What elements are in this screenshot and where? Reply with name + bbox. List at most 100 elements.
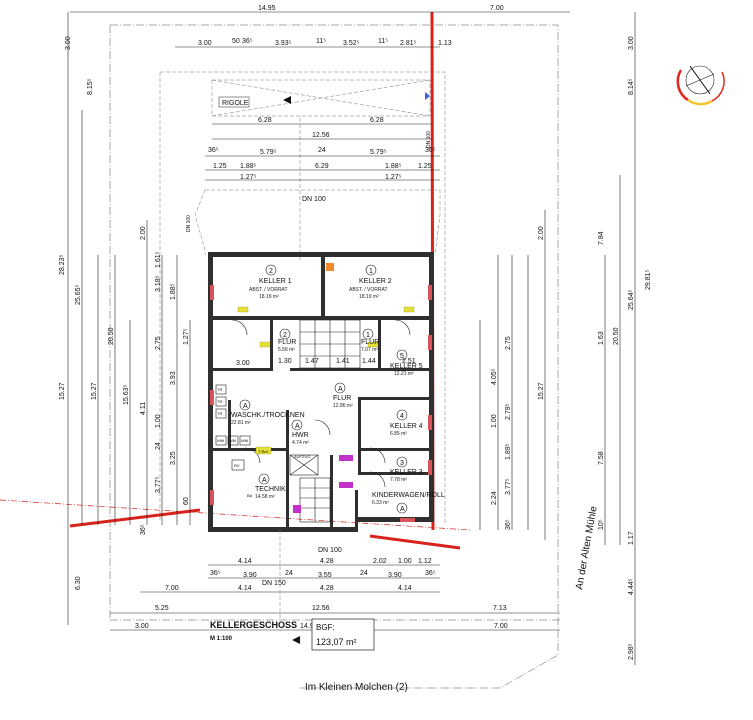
svg-text:1.00: 1.00 [155, 414, 162, 428]
room-flur-1: 1 FLUR 7.07 m² [361, 328, 379, 353]
svg-text:2.00: 2.00 [140, 226, 147, 240]
rv-label: RV [234, 463, 240, 468]
svg-text:1.88⁵: 1.88⁵ [170, 283, 177, 300]
drain-outline: DN 100 DN 100 DN 100 [186, 118, 441, 260]
dimensions-top: 14.95 7.00 3.00 50 36⁵ 3.93⁵ 11⁵ 3.52⁵ 1… [70, 5, 570, 367]
svg-text:14.93⁵: 14.93⁵ [300, 623, 321, 630]
svg-text:3.55: 3.55 [318, 572, 332, 579]
rigole-label: RIGOLE [222, 100, 249, 107]
svg-text:7.84: 7.84 [598, 231, 605, 245]
svg-text:50: 50 [232, 38, 240, 45]
svg-text:KELLER 5: KELLER 5 [390, 363, 423, 370]
svg-text:36⁵: 36⁵ [140, 524, 147, 535]
svg-text:4.11: 4.11 [140, 402, 147, 415]
svg-text:1.27⁵: 1.27⁵ [183, 328, 190, 345]
svg-text:7.07 m²: 7.07 m² [361, 347, 378, 353]
svg-text:25.64⁵: 25.64⁵ [628, 289, 635, 310]
svg-text:12.21 m²: 12.21 m² [394, 371, 414, 377]
svg-text:1: 1 [369, 268, 373, 275]
svg-text:36⁵: 36⁵ [505, 519, 512, 530]
svg-text:12.86 m²: 12.86 m² [333, 403, 353, 409]
svg-text:ABST. / VORRAT: ABST. / VORRAT [249, 287, 288, 293]
svg-text:7.00: 7.00 [165, 585, 179, 592]
svg-text:FLUR: FLUR [333, 395, 351, 402]
svg-text:2.24: 2.24 [491, 491, 498, 505]
svg-text:7.78 m²: 7.78 m² [390, 477, 407, 483]
svg-text:7.00: 7.00 [494, 623, 508, 630]
room-keller-2: 1 KELLER 2 ABST. / VORRAT 18.19 m² [349, 264, 392, 300]
room-waschk: A WASCHK./TROCKNEN 22.81 m² [231, 399, 305, 426]
room-hwr: A HWR 4.74 m² [291, 419, 309, 446]
svg-text:14.95: 14.95 [258, 5, 276, 12]
svg-text:6.85 m²: 6.85 m² [390, 431, 407, 437]
svg-text:15.63⁵: 15.63⁵ [123, 384, 130, 405]
dimensions-left: 3.00 8.15⁵ 28.23⁵ 25.65⁵ 20.50 15.27 15.… [59, 12, 191, 625]
svg-text:A: A [262, 477, 267, 484]
room-keller-3: 3 KELLER 3 7.78 m² [390, 456, 423, 483]
svg-text:24: 24 [285, 570, 293, 577]
svg-text:3.90: 3.90 [388, 572, 402, 579]
svg-text:1.00: 1.00 [491, 414, 498, 428]
door-swings [231, 319, 411, 488]
svg-text:3.90: 3.90 [243, 572, 257, 579]
svg-text:1.47: 1.47 [305, 358, 319, 365]
svg-text:ABST. / VORRAT: ABST. / VORRAT [349, 287, 388, 293]
svg-text:4.14: 4.14 [238, 585, 252, 592]
svg-text:1.41: 1.41 [336, 358, 350, 365]
svg-text:3.77⁵: 3.77⁵ [505, 478, 512, 495]
svg-text:3.93: 3.93 [170, 371, 177, 385]
svg-text:3.00: 3.00 [65, 36, 72, 50]
svg-text:1.13: 1.13 [438, 40, 452, 47]
wm-3: WM [241, 438, 248, 443]
svg-text:1.88⁵: 1.88⁵ [240, 163, 257, 170]
svg-text:6.33 m²: 6.33 m² [372, 500, 389, 506]
svg-text:TECHNIK: TECHNIK [255, 486, 286, 493]
svg-text:2.02: 2.02 [373, 558, 387, 565]
svg-text:11⁵: 11⁵ [316, 38, 326, 45]
svg-text:2.51: 2.51 [402, 358, 416, 365]
svg-text:10⁵: 10⁵ [598, 519, 605, 530]
svg-text:KINDERWAGEN/ROLL: KINDERWAGEN/ROLL [372, 492, 445, 499]
compass-icon [676, 65, 725, 106]
laundry-units: TR TR TR WM WM WM RV BA T Ref [215, 384, 272, 498]
svg-text:2.00: 2.00 [538, 226, 545, 240]
svg-text:8.15⁵: 8.15⁵ [87, 78, 94, 95]
svg-text:5.79⁵: 5.79⁵ [370, 149, 387, 156]
svg-text:14.58 m²: 14.58 m² [255, 494, 275, 500]
svg-text:1.63: 1.63 [598, 331, 605, 345]
svg-text:18.19 m²: 18.19 m² [359, 294, 379, 300]
svg-text:WASCHK./TROCKNEN: WASCHK./TROCKNEN [231, 412, 305, 419]
room-technik: A TECHNIK 14.58 m² [255, 473, 286, 500]
svg-text:1.00: 1.00 [398, 558, 412, 565]
svg-text:A: A [243, 403, 248, 410]
svg-text:20.50: 20.50 [108, 327, 115, 345]
svg-text:1.44: 1.44 [362, 358, 376, 365]
equipment-tags [237, 263, 415, 513]
svg-text:8.14⁵: 8.14⁵ [628, 78, 635, 95]
building-line [159, 71, 446, 525]
svg-text:28.23⁵: 28.23⁵ [59, 254, 66, 275]
dn150-label: DN 150 [262, 580, 286, 587]
svg-text:7.00: 7.00 [490, 5, 504, 12]
svg-text:3.25: 3.25 [170, 451, 177, 465]
svg-text:1.88⁵: 1.88⁵ [385, 163, 402, 170]
svg-text:4.28: 4.28 [320, 585, 334, 592]
svg-text:6.28: 6.28 [258, 117, 272, 124]
wm-1: WM [217, 438, 224, 443]
dimensions-bottom: 4.14 4.28 2.02 1.00 1.12 36⁵ 3.90 24 3.5… [110, 530, 560, 631]
svg-text:4.14: 4.14 [398, 585, 412, 592]
rigole: RIGOLE [211, 79, 431, 117]
room-flur-a: A FLUR 12.86 m² [333, 382, 353, 409]
dn100-bottom: DN 100 [318, 547, 342, 554]
svg-text:6.30: 6.30 [75, 576, 82, 590]
svg-text:2.79⁵: 2.79⁵ [505, 403, 512, 420]
svg-text:3.00: 3.00 [236, 360, 250, 367]
tr-1: TR [217, 387, 222, 392]
svg-text:12.56: 12.56 [312, 605, 330, 612]
svg-text:60: 60 [183, 497, 190, 505]
room-keller-1: 2 KELLER 1 ABST. / VORRAT 18.19 m² [249, 264, 292, 300]
elevator-label: AUFZUG [294, 454, 310, 459]
room-flur-2: 2 FLUR 5.56 m² [278, 328, 296, 353]
svg-text:12.56: 12.56 [312, 132, 330, 139]
t-ref-label: T Ref [258, 449, 269, 454]
